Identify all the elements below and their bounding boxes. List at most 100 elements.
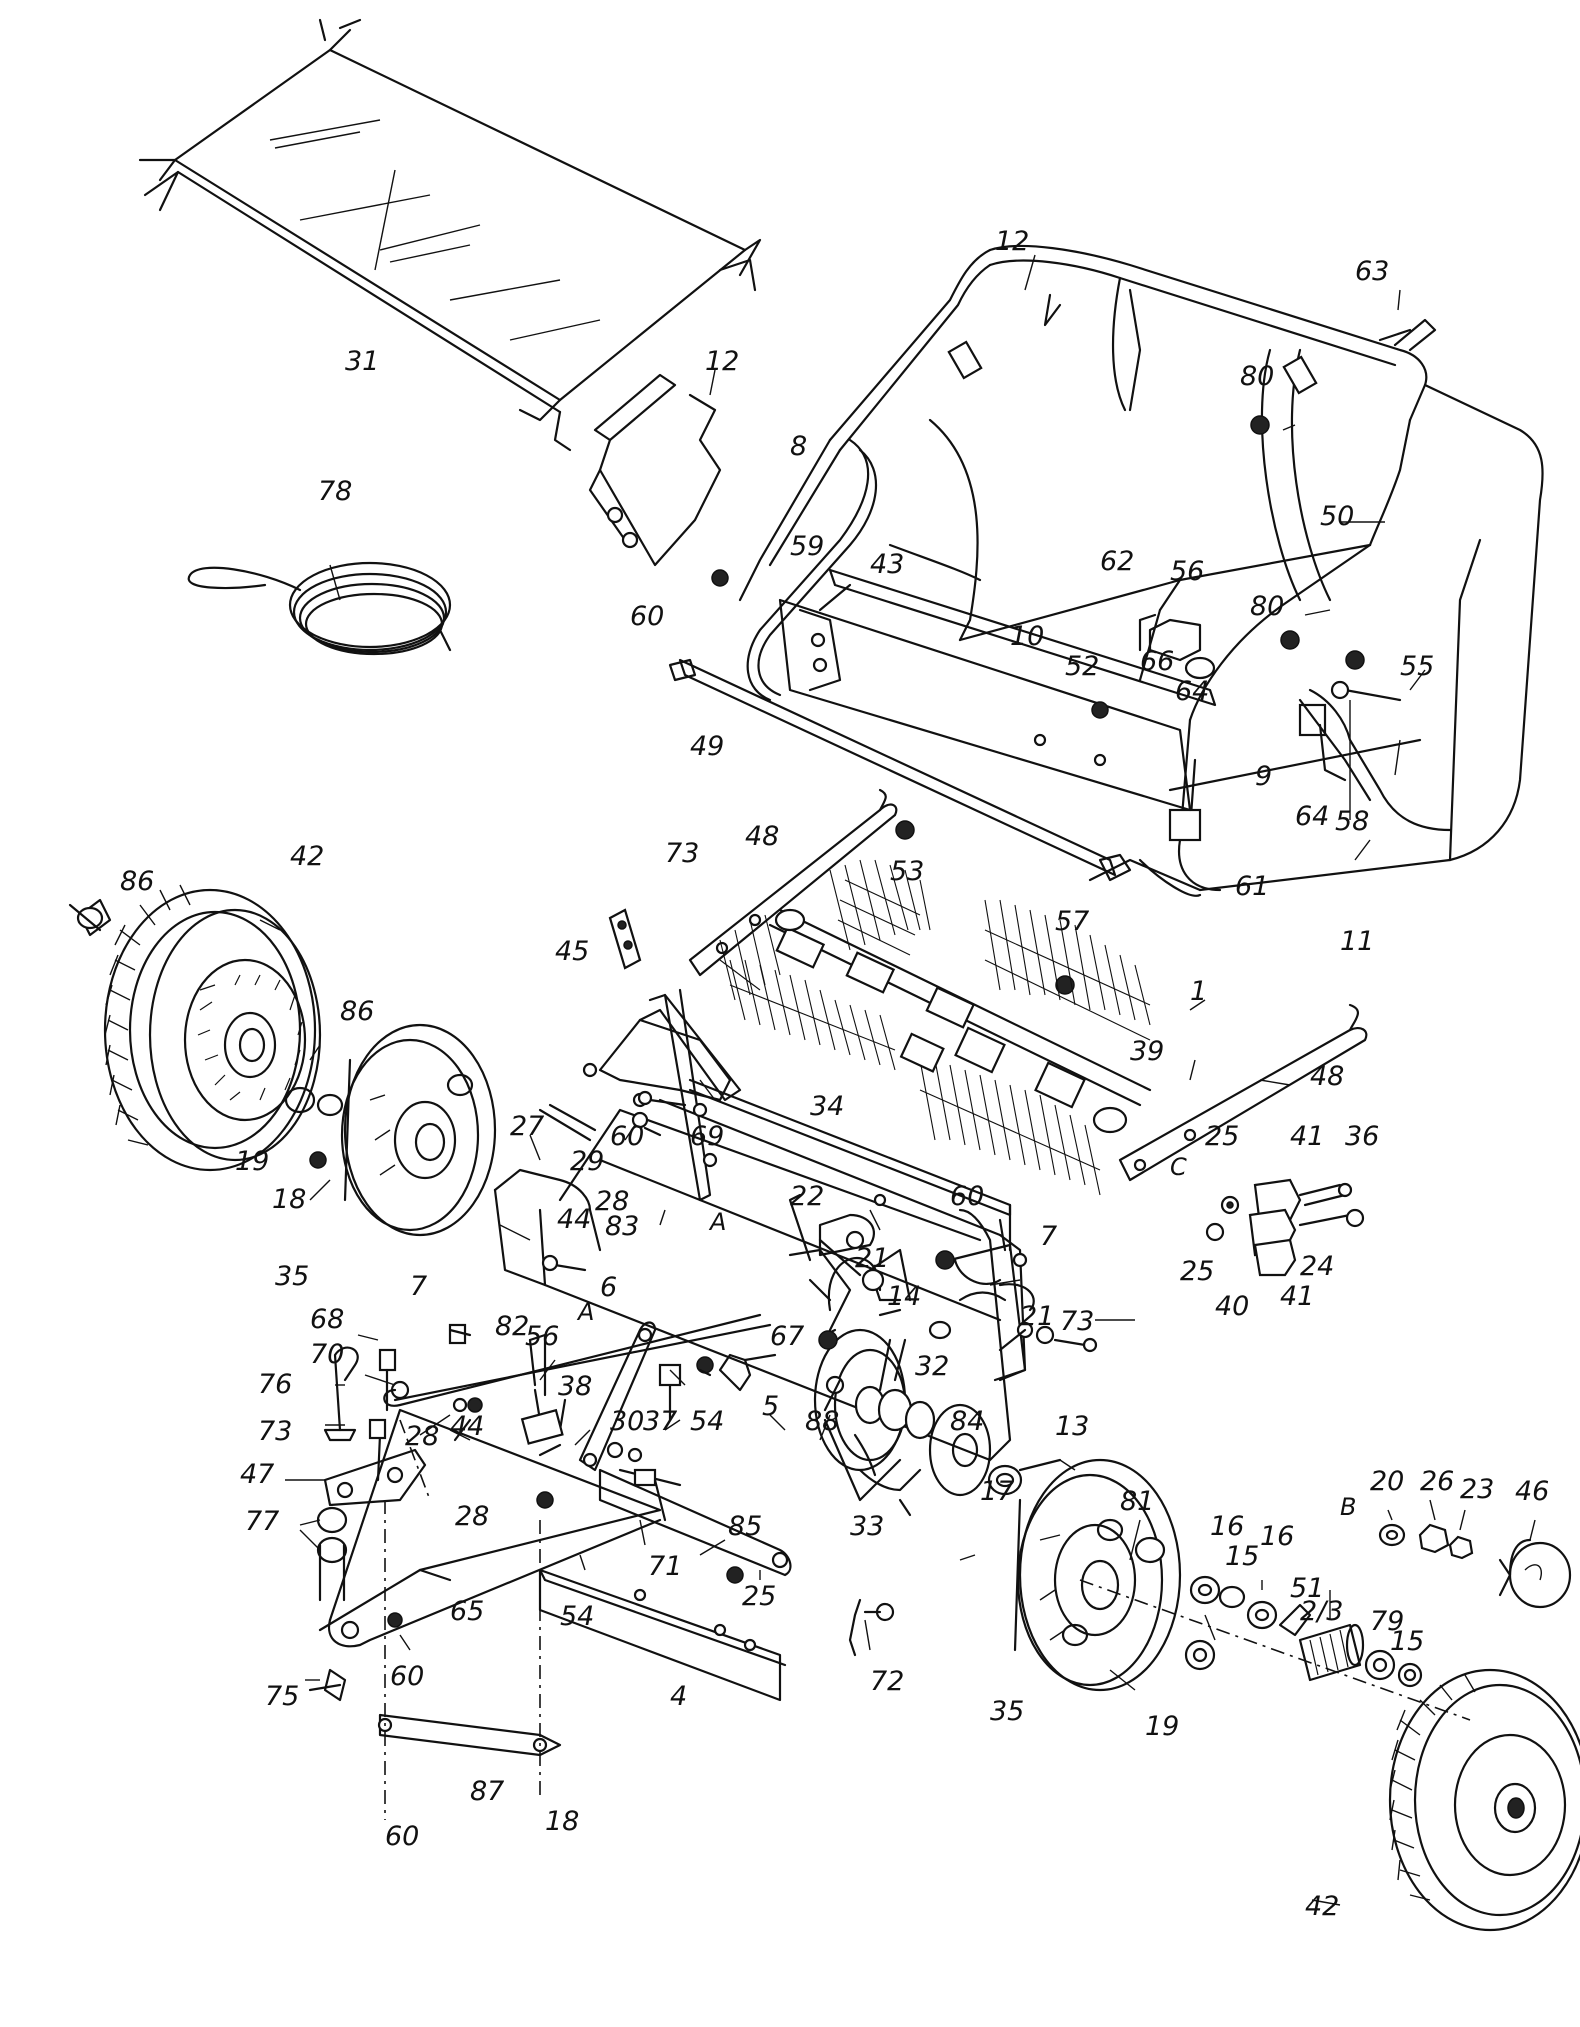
left-lower-hardware [308, 1313, 772, 1702]
part-number-label: 33 [850, 1511, 884, 1542]
part-number-label: 54 [560, 1601, 594, 1632]
part-number-label: 21 [1020, 1301, 1054, 1332]
part-number-label: 88 [805, 1406, 839, 1437]
part-number-label: 40 [1215, 1291, 1249, 1322]
part-number-label: 37 [643, 1406, 677, 1437]
right-wheel-42 [1013, 1458, 1580, 1932]
part-number-label: 28 [595, 1186, 629, 1217]
left-wheel-42 [68, 884, 497, 1237]
hopper-basket [738, 244, 1544, 897]
part-number-label: 49 [690, 731, 724, 762]
part-number-label: 56 [525, 1321, 559, 1352]
part-number-label: 6 [600, 1272, 617, 1303]
part-number-label: 48 [1310, 1061, 1344, 1092]
part-number-label: 64 [1175, 676, 1209, 707]
part-number-label: 44 [450, 1411, 484, 1442]
part-number-label: 57 [1055, 906, 1089, 937]
part-number-label: 53 [890, 856, 924, 887]
part-number-label: 27 [510, 1111, 544, 1142]
part-number-label: 38 [558, 1371, 592, 1402]
part-number-label: 71 [648, 1551, 682, 1582]
part-number-label: 16 [1260, 1521, 1294, 1552]
lower-plates [318, 1408, 787, 1820]
part-number-label: 69 [690, 1121, 724, 1152]
cord-coil-78 [187, 561, 452, 656]
arms-48 [688, 788, 1368, 1182]
brush-assembly-1 [719, 859, 1152, 1196]
part-number-label: 55 [1400, 651, 1434, 682]
part-number-label: 56 [1170, 556, 1204, 587]
part-number-label: 4 [670, 1681, 687, 1712]
part-number-label: 60 [950, 1181, 984, 1212]
part-number-label: 61 [1235, 871, 1269, 902]
drawing-art [68, 18, 1580, 1932]
part-number-label: 18 [545, 1806, 579, 1837]
part-number-label: 41 [1280, 1281, 1314, 1312]
part-number-label: 12 [995, 226, 1029, 257]
part-number-label: 11 [1340, 926, 1374, 957]
part-number-label: 73 [665, 838, 699, 869]
part-number-label: 42 [1305, 1891, 1339, 1922]
part-number-label: 64 [1295, 801, 1329, 832]
part-number-label: 15 [1390, 1626, 1424, 1657]
part-number-label: 7 [1040, 1221, 1057, 1252]
part-number-label: 60 [610, 1121, 644, 1152]
part-number-label: 43 [870, 549, 904, 580]
part-number-label: 58 [1335, 806, 1369, 837]
reference-letter: A [576, 1298, 594, 1326]
part-number-label: 68 [310, 1304, 344, 1335]
part-number-label: 81 [1120, 1486, 1154, 1517]
part-number-label: 25 [1180, 1256, 1214, 1287]
part-number-label: 86 [340, 996, 374, 1027]
part-number-label: 63 [1355, 256, 1389, 287]
part-number-label: 7 [410, 1271, 427, 1302]
part-number-label: 39 [1130, 1036, 1164, 1067]
part-number-label: 24 [1300, 1251, 1334, 1282]
part-number-label: 77 [245, 1506, 279, 1537]
part-number-label: 35 [275, 1261, 309, 1292]
part-number-label: 41 [1290, 1121, 1324, 1152]
part-number-label: 46 [1515, 1476, 1549, 1507]
part-number-label: 42 [290, 841, 324, 872]
part-number-label: 16 [1210, 1511, 1244, 1542]
part-number-label: 13 [1055, 1411, 1089, 1442]
part-number-label: 80 [1250, 591, 1284, 622]
part-number-label: 86 [120, 866, 154, 897]
part-number-label: 79 [1370, 1606, 1404, 1637]
part-number-label: 21 [855, 1243, 889, 1274]
side-arms [746, 438, 1452, 832]
part-number-label: 32 [915, 1351, 949, 1382]
part-number-label: 72 [870, 1666, 904, 1697]
bracket-45 [608, 908, 642, 970]
part-number-label: 73 [1060, 1306, 1094, 1337]
part-number-label: 19 [1145, 1711, 1179, 1742]
part-number-label: 15 [1225, 1541, 1259, 1572]
part-number-label: 20 [1370, 1466, 1404, 1497]
part-number-label: 70 [310, 1339, 344, 1370]
leader-lines [259, 169, 1536, 1906]
part-number-label: 8 [790, 431, 807, 462]
part-number-label: 52 [1065, 651, 1099, 682]
part-number-label: 85 [728, 1511, 762, 1542]
part-number-label: 14 [887, 1281, 921, 1312]
part-number-label: 35 [990, 1696, 1024, 1727]
right-linkage [698, 1213, 1062, 1517]
part-number-label: 83 [605, 1211, 639, 1242]
part-number-label: 62 [1100, 546, 1134, 577]
part-number-label: 29 [570, 1146, 604, 1177]
part-number-label: 9 [1255, 761, 1272, 792]
part-number-label: 26 [1420, 1466, 1454, 1497]
part-number-label: 28 [405, 1421, 439, 1452]
part-number-label: 75 [265, 1681, 299, 1712]
part-number-label: 67 [770, 1321, 804, 1352]
part-number-label: 31 [345, 346, 379, 377]
part-number-label: 65 [450, 1596, 484, 1627]
part-number-label: 1 [1190, 976, 1207, 1007]
part-number-label: 23 [1460, 1474, 1494, 1505]
part-number-label: 82 [495, 1311, 529, 1342]
part-number-label: 45 [555, 936, 589, 967]
fasteners-top [711, 318, 1437, 995]
reference-letter: A [708, 1208, 726, 1236]
